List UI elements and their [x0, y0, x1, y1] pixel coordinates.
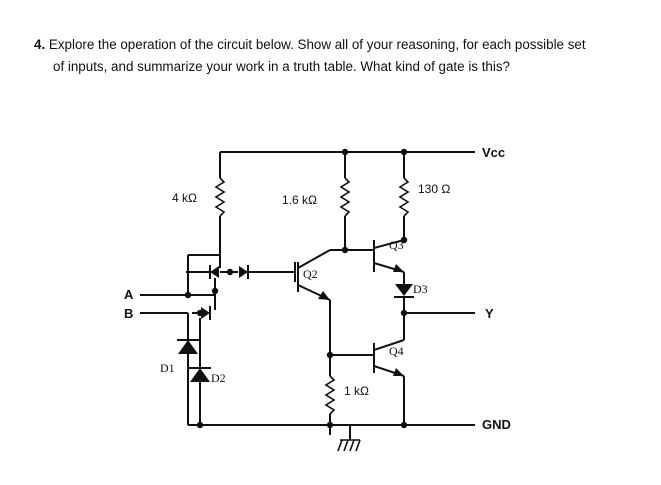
question-line-2: of inputs, and summarize your work in a … — [53, 59, 510, 74]
transistor-q3 — [345, 236, 408, 284]
output-y-label: Y — [485, 306, 494, 321]
resistor-r2 — [339, 177, 351, 250]
resistor-r3-label: 130 Ω — [418, 182, 450, 196]
transistor-q2 — [297, 246, 349, 359]
input-b-label: B — [124, 306, 133, 321]
ground-rail — [188, 421, 475, 452]
transistor-q4-label: Q4 — [389, 344, 404, 358]
diode-d3 — [394, 284, 475, 340]
diode-d1-label: D1 — [160, 361, 175, 375]
resistor-r3 — [398, 177, 410, 240]
vcc-label: Vcc — [482, 145, 505, 160]
question-text: 4. Explore the operation of the circuit … — [34, 34, 649, 78]
resistor-r1-label: 4 kΩ — [172, 191, 197, 205]
diode-d2-label: D2 — [211, 371, 226, 385]
question-line-1: Explore the operation of the circuit bel… — [48, 37, 586, 52]
diode-d3-label: D3 — [413, 282, 428, 296]
resistor-r2-label: 1.6 kΩ — [282, 193, 317, 207]
resistor-r1 — [214, 177, 226, 255]
transistor-q2-label: Q2 — [303, 267, 318, 281]
input-diode-network — [140, 254, 296, 425]
transistor-q4 — [330, 339, 405, 425]
gnd-label: GND — [482, 417, 511, 432]
transistor-q3-label: Q3 — [389, 238, 404, 252]
resistor-r4-label: 1 kΩ — [344, 384, 369, 398]
question-number: 4. — [34, 37, 46, 52]
vcc-rail — [219, 148, 475, 178]
input-a-label: A — [124, 287, 134, 302]
